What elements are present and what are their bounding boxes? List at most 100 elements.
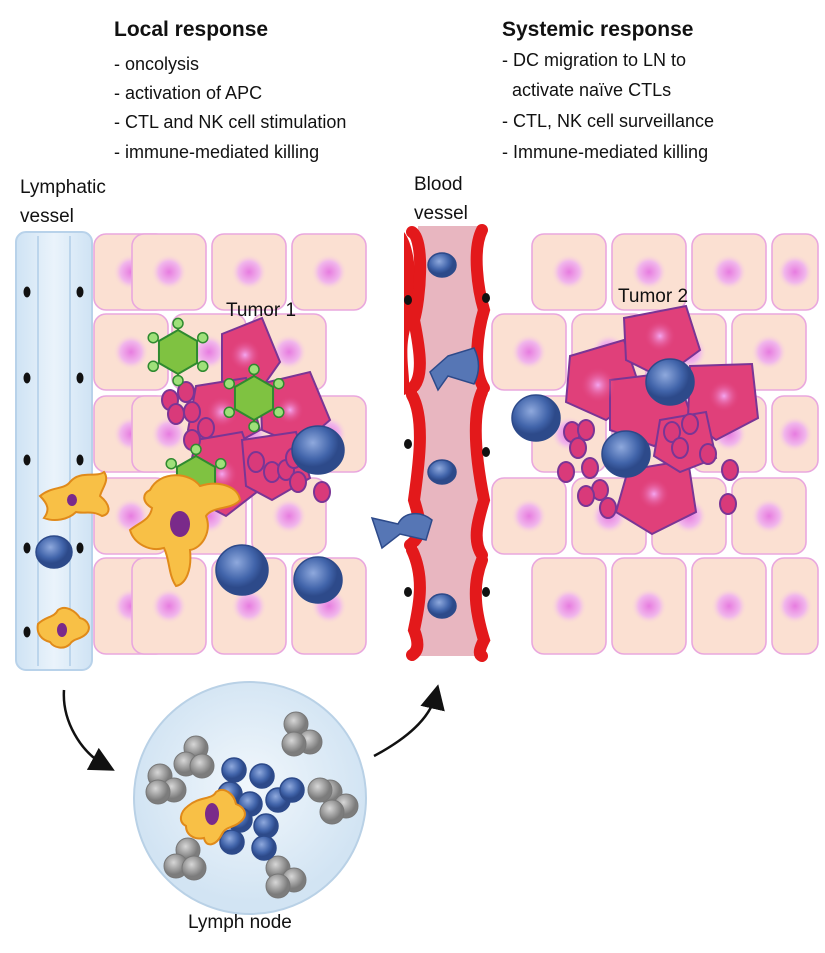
systemic-item-4: - Immune-mediated killing <box>502 142 708 162</box>
blood-vessel <box>404 224 491 662</box>
apoptotic-body <box>557 461 575 483</box>
naive-lymphocyte <box>265 873 291 899</box>
apoptotic-bodies <box>161 381 739 519</box>
cell-nucleus <box>151 588 187 624</box>
cell-nucleus <box>631 254 667 290</box>
apoptotic-body <box>721 459 739 481</box>
tumor-2-label: Tumor 2 <box>618 286 688 307</box>
cell-nucleus <box>231 254 267 290</box>
lymphocyte <box>427 593 457 619</box>
apoptotic-body <box>577 485 595 507</box>
apoptotic-body <box>183 401 201 423</box>
nk-cell <box>370 512 433 550</box>
cell-nucleus <box>751 498 787 534</box>
lymphocyte <box>427 252 457 278</box>
apoptotic-body <box>599 497 617 519</box>
endothelial-nuclei <box>404 293 490 597</box>
cell-nucleus <box>551 588 587 624</box>
endothelial-nucleus <box>482 447 490 457</box>
cell-nucleus <box>151 254 187 290</box>
naive-lymphocyte <box>145 779 171 805</box>
local-item-1: - oncolysis <box>114 54 199 74</box>
oncolytic-viruses <box>147 317 285 513</box>
activated-t-cell <box>249 763 275 789</box>
activated-t-cell <box>219 829 245 855</box>
lymphatic-vessel-label-line1: Lymphatic <box>20 177 106 198</box>
apoptotic-body <box>581 457 599 479</box>
lymphatic-nucleus <box>23 286 31 298</box>
local-item-4: - immune-mediated killing <box>114 142 319 162</box>
cell-nucleus <box>191 334 227 370</box>
systemic-item-3: - CTL, NK cell surveillance <box>502 111 714 131</box>
activated-t-cell <box>279 777 305 803</box>
naive-lymphocyte <box>319 799 345 825</box>
apoptotic-body <box>247 451 265 473</box>
naive-lymphocyte <box>307 777 333 803</box>
cell-nucleus <box>777 254 813 290</box>
lymphatic-nucleus <box>23 542 31 554</box>
apoptotic-body <box>663 421 681 443</box>
apoptotic-body <box>699 443 717 465</box>
arrow-to-blood-vessel <box>373 684 445 758</box>
lymphatic-nucleus <box>76 372 84 384</box>
t-cell <box>645 358 695 406</box>
cell-nucleus <box>151 416 187 452</box>
lymphatic-nucleus <box>76 454 84 466</box>
lymphatic-vessel-label-line2: vessel <box>20 206 74 227</box>
local-item-2: - activation of APC <box>114 83 262 103</box>
local-response-title: Local response <box>114 18 268 41</box>
lymph-node <box>133 681 367 915</box>
naive-lymphocyte <box>189 753 215 779</box>
naive-lymphocyte <box>281 731 307 757</box>
systemic-item-1: - DC migration to LN to <box>502 50 686 70</box>
cell-nucleus <box>511 498 547 534</box>
cell-nucleus <box>777 416 813 452</box>
lymphatic-nucleus <box>23 626 31 638</box>
blood-vessel-label-line2: vessel <box>414 203 468 224</box>
apoptotic-body <box>577 419 595 441</box>
lymphatic-nucleus <box>76 286 84 298</box>
nk-cell <box>429 347 480 392</box>
lymph-node-label: Lymph node <box>188 912 292 933</box>
cell-nucleus <box>777 588 813 624</box>
cell-nucleus <box>271 498 307 534</box>
systemic-response-title: Systemic response <box>502 18 693 41</box>
t-cell <box>293 556 343 604</box>
activated-t-cell <box>253 813 279 839</box>
cell-nucleus <box>751 334 787 370</box>
apoptotic-body <box>197 417 215 439</box>
t-cell <box>511 394 561 442</box>
cell-nucleus <box>711 254 747 290</box>
apoptotic-body <box>167 403 185 425</box>
dendritic-cell-nucleus <box>170 511 190 537</box>
activated-t-cell <box>221 757 247 783</box>
t-cell <box>291 425 345 475</box>
systemic-item-2: activate naïve CTLs <box>502 80 671 100</box>
cell-nucleus <box>113 334 149 370</box>
endothelial-nucleus <box>482 587 490 597</box>
cell-nucleus <box>511 334 547 370</box>
endothelial-nucleus <box>404 587 412 597</box>
endothelial-nucleus <box>482 293 490 303</box>
apoptotic-body <box>671 437 689 459</box>
cell-nucleus <box>311 254 347 290</box>
lymphocyte <box>427 459 457 485</box>
endothelial-nucleus <box>404 295 412 305</box>
apoptotic-body <box>569 437 587 459</box>
naive-lymphocyte <box>181 855 207 881</box>
t-cell <box>35 535 73 569</box>
lymphatic-nucleus <box>23 454 31 466</box>
lymph-node-cells <box>145 711 359 899</box>
systemic-response-block: Systemic response - DC migration to LN t… <box>502 18 714 162</box>
local-response-block: Local response - oncolysis - activation … <box>114 18 346 162</box>
endothelial-nucleus <box>404 439 412 449</box>
virus-icon <box>147 317 209 387</box>
lymphatic-nucleus <box>23 372 31 384</box>
lymphatic-nucleus <box>76 542 84 554</box>
cell-nucleus <box>711 588 747 624</box>
cell-nucleus <box>551 254 587 290</box>
virus-icon <box>223 363 285 433</box>
t-cell <box>215 544 269 596</box>
local-item-3: - CTL and NK cell stimulation <box>114 112 346 132</box>
